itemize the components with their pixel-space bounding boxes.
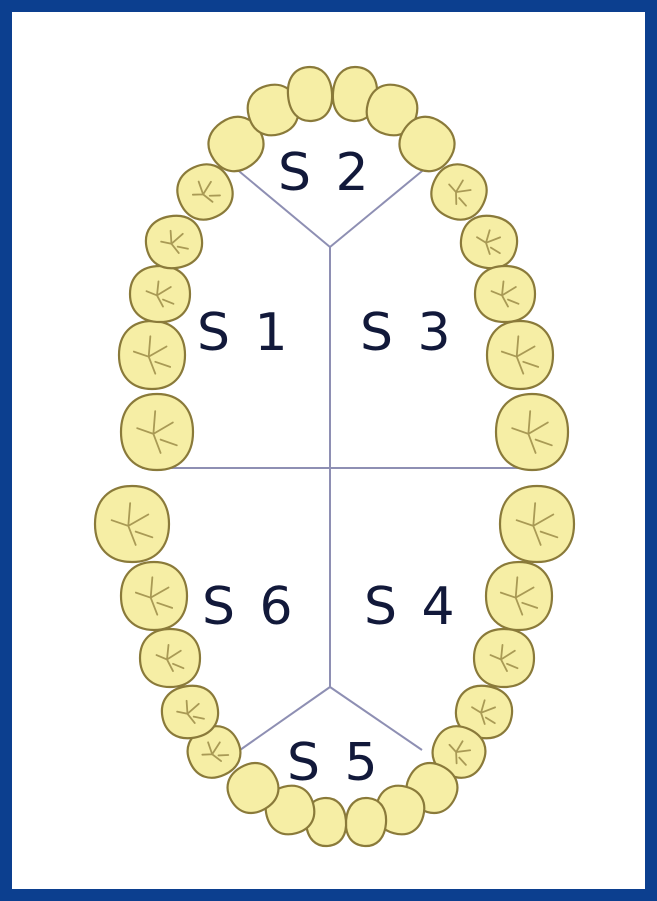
sextant-label-s2: S 2 bbox=[278, 143, 373, 203]
tooth bbox=[474, 629, 534, 687]
sextant-label-s4: S 4 bbox=[364, 577, 459, 637]
tooth bbox=[487, 321, 553, 389]
tooth bbox=[457, 212, 521, 273]
tooth bbox=[95, 486, 169, 562]
tooth bbox=[500, 486, 574, 562]
tooth bbox=[486, 562, 552, 630]
tooth bbox=[130, 266, 190, 322]
tooth bbox=[119, 321, 185, 389]
tooth bbox=[121, 394, 193, 470]
sextant-label-s3: S 3 bbox=[360, 303, 455, 363]
sextant-label-s5: S 5 bbox=[287, 733, 382, 793]
tooth bbox=[142, 212, 206, 273]
dental-arch-diagram: S 1 S 2 S 3 S 4 S 5 S 6 bbox=[12, 12, 645, 889]
sextant-label-s6: S 6 bbox=[202, 577, 297, 637]
tooth bbox=[140, 629, 200, 687]
tooth bbox=[344, 796, 388, 847]
tooth bbox=[496, 394, 568, 470]
sextant-label-s1: S 1 bbox=[197, 303, 292, 363]
tooth bbox=[121, 562, 187, 630]
tooth bbox=[475, 266, 535, 322]
